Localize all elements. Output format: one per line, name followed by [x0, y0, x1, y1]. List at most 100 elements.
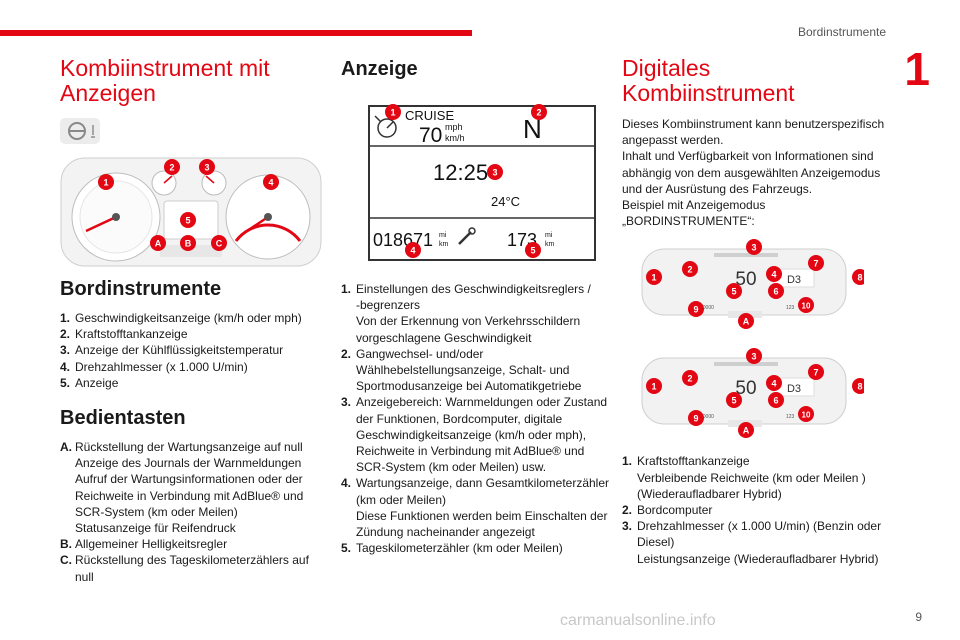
callout-badge-1: 1: [98, 174, 114, 190]
svg-text:1: 1: [651, 273, 656, 283]
list-item: 3.Anzeigebereich: Warnmeldungen oder Zus…: [341, 395, 608, 475]
list-item: B.Allgemeiner Helligkeitsregler: [60, 537, 228, 552]
callout-badge-5: 5: [726, 392, 742, 409]
svg-text:6: 6: [773, 287, 778, 297]
svg-text:123: 123: [786, 305, 795, 311]
callout-badge-1: 1: [646, 378, 662, 395]
callout-badge-a: A: [738, 313, 754, 330]
callout-badge-7: 7: [808, 255, 824, 272]
callout-badge-5: 5: [525, 242, 541, 258]
callout-badge-1: 1: [385, 104, 401, 120]
callout-badge-3: 3: [746, 239, 762, 256]
svg-text:C: C: [216, 239, 223, 249]
svg-text:70: 70: [419, 124, 442, 147]
digital-cluster-illustration-1: D3 50 20000 123 1 2 3 4 5 6 7 8 9 10 A: [641, 239, 868, 330]
svg-text:3: 3: [751, 243, 756, 253]
list-item: 1.Geschwindigkeitsanzeige (km/h oder mph…: [60, 311, 302, 325]
svg-text:4: 4: [410, 246, 415, 256]
list-item: 1.Kraftstofftankanzeige Verbleibende Rei…: [622, 454, 866, 501]
section-header-title: Bordinstrumente: [797, 25, 886, 39]
svg-text:1: 1: [390, 108, 395, 118]
list-item: 5.Tageskilometerzähler (km oder Meilen): [341, 541, 563, 556]
svg-text:50: 50: [735, 269, 756, 290]
page-number: 9: [915, 610, 922, 624]
svg-text:4: 4: [771, 379, 776, 389]
callout-badge-8: 8: [852, 378, 868, 395]
page-title: Kombiinstrument mit Anzeigen: [60, 55, 270, 106]
callout-badge-8: 8: [852, 269, 868, 286]
svg-text:mi: mi: [545, 232, 553, 239]
digital-cluster-illustration-2: D3 50 20000 123 1 2 3 4 5 6 7 8 9 10 A: [641, 348, 868, 439]
svg-text:10: 10: [802, 302, 811, 311]
callout-badge-9: 9: [688, 410, 704, 427]
header-accent-bar: [0, 30, 472, 36]
svg-text:7: 7: [813, 368, 818, 378]
svg-text:mi: mi: [439, 232, 447, 239]
list-item: 4.Wartungsanzeige, dann Gesamtkilometerz…: [341, 476, 610, 540]
svg-text:N: N: [523, 114, 542, 144]
svg-text:D3: D3: [787, 274, 801, 286]
right-column: Digitales Kombiinstrument Dieses Kombiin…: [622, 56, 887, 567]
callout-badge-4: 4: [263, 174, 279, 190]
digital-items-list: 1.Kraftstofftankanzeige Verbleibende Rei…: [622, 453, 887, 566]
svg-text:1: 1: [651, 382, 656, 392]
callout-badge-a: A: [738, 422, 754, 439]
svg-text:6: 6: [773, 396, 778, 406]
svg-text:3: 3: [751, 352, 756, 362]
callout-badge-6: 6: [768, 392, 784, 409]
svg-text:2: 2: [536, 108, 541, 118]
callout-badge-7: 7: [808, 364, 824, 381]
section-title-bordinstrumente: Bordinstrumente: [60, 278, 222, 300]
list-item: A.Rückstellung der Wartungsanzeige auf n…: [60, 440, 304, 536]
list-item: 1.Einstellungen des Geschwindigkeitsregl…: [341, 282, 591, 345]
svg-text:3: 3: [204, 163, 209, 173]
middle-column: Anzeige CRUISE 70 mph km/h N 12:25 24°C …: [341, 56, 611, 556]
instrument-list: 1.Geschwindigkeitsanzeige (km/h oder mph…: [60, 310, 320, 391]
watermark: carmanualsonline.info: [560, 612, 716, 629]
callout-badge-5: 5: [726, 283, 742, 300]
svg-text:D3: D3: [787, 383, 801, 395]
display-items-list: 1.Einstellungen des Geschwindigkeitsregl…: [341, 281, 611, 556]
callout-badge-4: 4: [766, 375, 782, 392]
list-item: 2.Bordcomputer: [622, 503, 713, 518]
callout-badge-5: 5: [180, 212, 196, 228]
list-item: 5.Anzeige: [60, 375, 119, 390]
svg-text:km: km: [439, 241, 449, 248]
svg-text:A: A: [743, 317, 750, 327]
svg-text:9: 9: [693, 305, 698, 315]
svg-text:4: 4: [268, 178, 273, 188]
list-item: 4.Drehzahlmesser (x 1.000 U/min): [60, 359, 248, 374]
callout-badge-c: C: [211, 235, 227, 251]
svg-text:km: km: [545, 241, 555, 248]
svg-text:7: 7: [813, 259, 818, 269]
svg-text:8: 8: [857, 382, 862, 392]
callout-badge-2: 2: [531, 104, 547, 120]
section-title-anzeige: Anzeige: [341, 58, 418, 80]
svg-text:50: 50: [735, 378, 756, 399]
chapter-number: 1: [904, 43, 930, 95]
callout-badge-b: B: [180, 235, 196, 251]
svg-text:10: 10: [802, 411, 811, 420]
svg-text:3: 3: [492, 168, 497, 178]
svg-text:B: B: [185, 239, 192, 249]
analog-cluster-illustration: 1 2 3 4 5 A B C: [60, 157, 322, 267]
callout-badge-3: 3: [199, 159, 215, 175]
svg-text:9: 9: [693, 414, 698, 424]
callout-badge-4: 4: [766, 266, 782, 283]
callout-badge-3: 3: [487, 164, 503, 180]
svg-text:20000: 20000: [700, 414, 714, 420]
steering-wheel-icon: [60, 118, 100, 144]
section-title-bedientasten: Bedientasten: [60, 407, 186, 430]
display-illustration: CRUISE 70 mph km/h N 12:25 24°C 018671 m…: [368, 104, 596, 261]
svg-text:20000: 20000: [700, 305, 714, 311]
list-item: 2.Kraftstofftankanzeige: [60, 327, 188, 342]
svg-text:2: 2: [687, 374, 692, 384]
svg-text:12:25: 12:25: [433, 160, 488, 185]
callout-badge-a: A: [150, 235, 166, 251]
list-item: C.Rückstellung des Tageskilometerzählers…: [60, 553, 309, 584]
svg-text:A: A: [743, 426, 750, 436]
callout-badge-6: 6: [768, 283, 784, 300]
svg-text:2: 2: [169, 163, 174, 173]
svg-text:A: A: [155, 239, 162, 249]
callout-badge-10: 10: [798, 297, 814, 314]
